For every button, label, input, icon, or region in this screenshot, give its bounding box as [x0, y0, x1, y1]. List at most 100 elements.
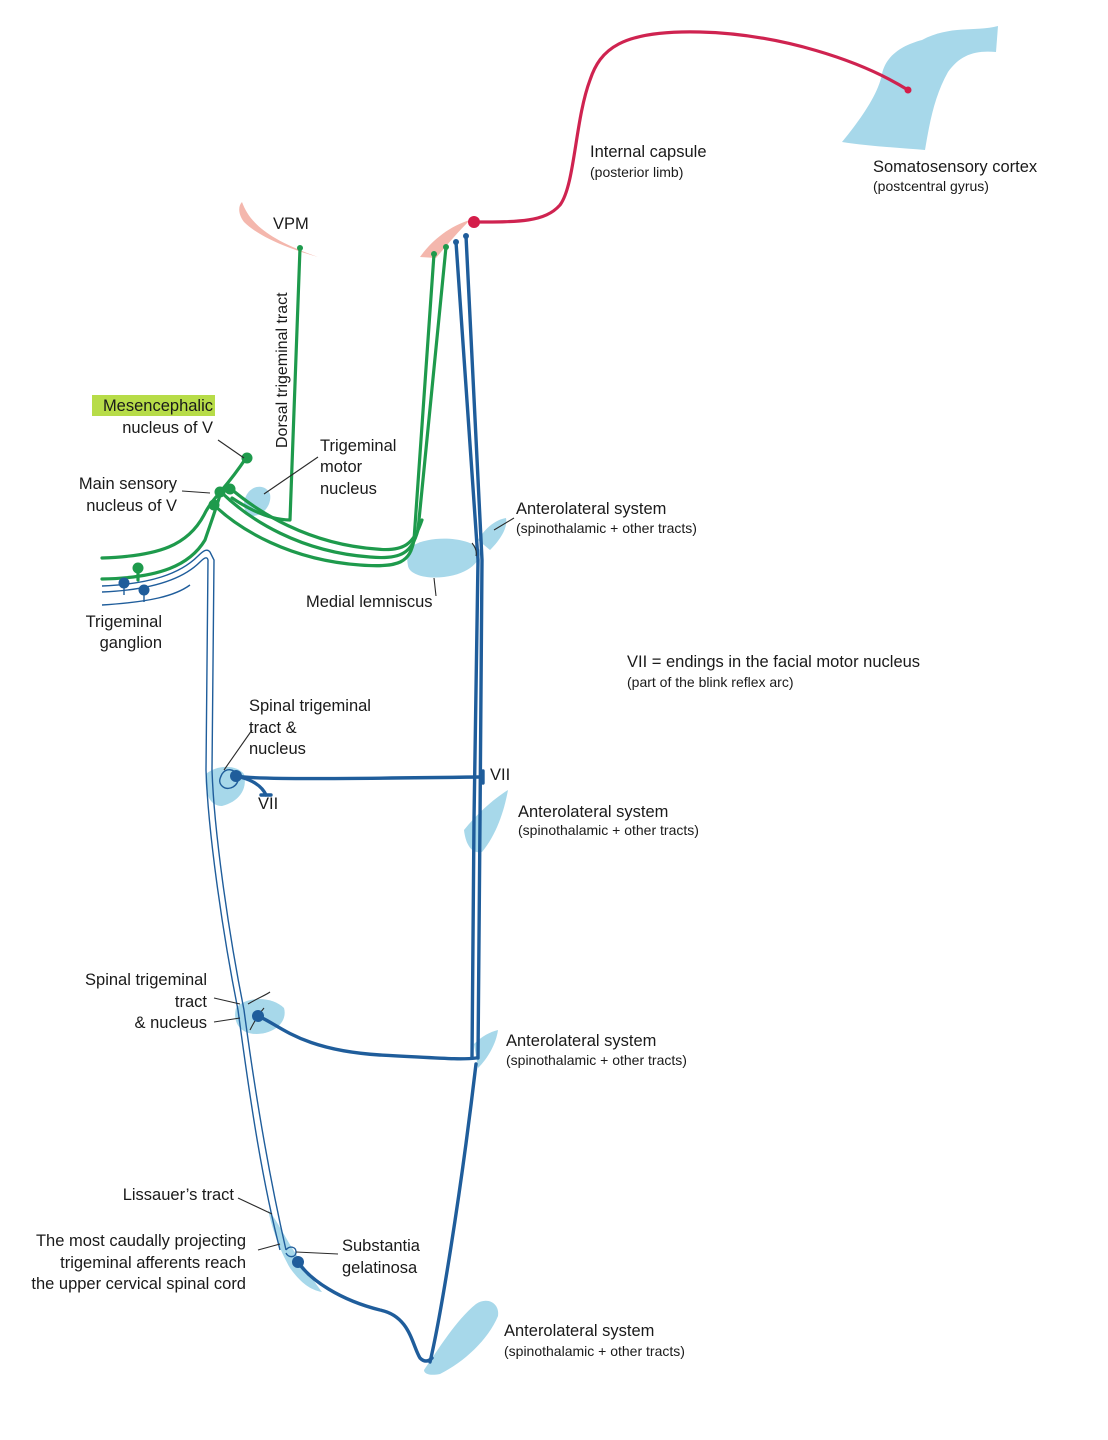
postcentral-gyrus-label: (postcentral gyrus): [873, 178, 989, 194]
substantia-leader: [295, 1251, 339, 1255]
ascending-column-1: [454, 240, 480, 1060]
caudal-leader: [257, 1243, 281, 1251]
thal-blue-terminal-2: [463, 233, 469, 239]
anterolateral-3-sub: (spinothalamic + other tracts): [506, 1052, 687, 1068]
vii-right-label: VII: [490, 766, 510, 784]
trigeminal-ganglion-label-2: ganglion: [100, 634, 162, 652]
thal-terminal-dot-2: [443, 244, 449, 250]
thalamocortical-pathway: [468, 30, 912, 228]
spinal-trig-2-label-1: Spinal trigeminal: [85, 971, 207, 989]
level3-crossing: [296, 1260, 434, 1363]
thal-terminal-dot-1: [431, 251, 437, 257]
mesencephalic-label-2: nucleus of V: [122, 419, 213, 437]
lemniscal-green-pathway: [100, 244, 449, 582]
main-sensory-dot-3: [208, 499, 220, 511]
medial-lemniscus-shape: [407, 538, 481, 578]
spinal-trigeminal-blue-pathway: [101, 233, 485, 1364]
ganglion-green-dot: [132, 562, 144, 574]
lissauer-label: Lissauer’s tract: [123, 1186, 235, 1204]
thalamocortical-fiber: [472, 30, 910, 224]
mesencephalic-leader: [217, 439, 245, 459]
anterolateral-4-label: Anterolateral system: [504, 1322, 654, 1340]
vii-note-sub: (part of the blink reflex arc): [627, 674, 794, 690]
medial-lemniscus-leader: [433, 577, 437, 597]
caudal-ascending: [428, 1062, 478, 1364]
ascending-column-2: [464, 234, 484, 1060]
mesencephalic-label-1: Mesencephalic: [103, 397, 213, 415]
thalamus-relay-dot: [468, 216, 480, 228]
anterolateral-1-sub: (spinothalamic + other tracts): [516, 520, 697, 536]
level1-dot: [230, 770, 242, 782]
ganglion-green-fiber-1: [100, 456, 248, 560]
anterolateral-1-leader: [471, 517, 515, 557]
somatosensory-cortex-shape: [842, 26, 998, 150]
trigeminal-motor-label-3: nucleus: [320, 480, 377, 498]
level3-dot: [292, 1256, 304, 1268]
dorsal-trigeminal-tract-label: Dorsal trigeminal tract: [274, 292, 291, 448]
labels: Somatosensory cortex (postcentral gyrus)…: [31, 143, 1038, 1359]
spinal-trig-2-leader-a: [213, 997, 241, 1005]
lissauer-leader: [237, 1197, 273, 1215]
spinal-trig-1-label-1: Spinal trigeminal: [249, 697, 371, 715]
anterolateral-3-label: Anterolateral system: [506, 1032, 656, 1050]
main-sensory-leader: [181, 490, 211, 494]
ganglion-green-fiber-2: [100, 493, 222, 581]
main-sensory-label-2: nucleus of V: [86, 497, 177, 515]
substantia-label-2: gelatinosa: [342, 1259, 418, 1277]
caudal-label-3: the upper cervical spinal cord: [31, 1275, 246, 1293]
ganglion-blue-dot-2: [138, 584, 150, 596]
trigeminal-ganglion-label-1: Trigeminal: [86, 613, 162, 631]
anterolateral-4-shape: [424, 1300, 499, 1375]
caudal-label-2: trigeminal afferents reach: [60, 1254, 246, 1272]
dorsal-trigeminal-fiber: [230, 246, 302, 522]
vpm-shape: [239, 202, 318, 257]
substantia-label-1: Substantia: [342, 1237, 421, 1255]
ventral-trigeminal-fiber-3: [228, 486, 424, 552]
trigeminal-motor-label-2: motor: [320, 458, 363, 476]
somatosensory-cortex-label: Somatosensory cortex: [873, 158, 1038, 176]
ganglion-blue-fiber-2: [101, 557, 281, 1251]
cortex-terminal-dot: [904, 86, 912, 94]
vpm-label: VPM: [273, 215, 309, 233]
level1-crossing: [234, 774, 482, 781]
anterolateral-2-shape: [464, 790, 508, 853]
posterior-limb-label: (posterior limb): [590, 164, 683, 180]
spinal-trig-1-label-3: nucleus: [249, 740, 306, 758]
leader-lines: [181, 439, 515, 1255]
vii-left-label: VII: [258, 795, 278, 813]
internal-capsule-label: Internal capsule: [590, 143, 707, 161]
anterolateral-1-shape: [478, 518, 507, 550]
level1-loop: [219, 769, 239, 790]
main-sensory-label-1: Main sensory: [79, 475, 178, 493]
ganglion-blue-dot-1: [118, 577, 130, 589]
anterolateral-2-sub: (spinothalamic + other tracts): [518, 822, 699, 838]
spinal-trig-2-label-3: & nucleus: [135, 1014, 207, 1032]
ventral-trigeminal-fiber-1: [212, 252, 436, 568]
spinal-trig-2-label-2: tract: [175, 993, 208, 1011]
ventral-trigeminal-fiber-2: [220, 245, 448, 560]
trigeminal-motor-leader: [263, 456, 319, 495]
anterolateral-2-label: Anterolateral system: [518, 803, 668, 821]
mesencephalic-dot: [241, 452, 253, 464]
mesencephalic-highlight: [92, 395, 215, 416]
main-sensory-dot-2: [224, 483, 236, 495]
thal-blue-terminal-1: [453, 239, 459, 245]
level2-crossing: [256, 1014, 478, 1061]
anterolateral-1-label: Anterolateral system: [516, 500, 666, 518]
thalamus-right-shape: [420, 220, 470, 258]
main-sensory-dot-1: [214, 486, 226, 498]
vii-note-label: VII = endings in the facial motor nucleu…: [627, 653, 920, 671]
medial-lemniscus-label: Medial lemniscus: [306, 593, 433, 611]
level1-vii-branch: [238, 775, 268, 797]
caudal-label-1: The most caudally projecting: [36, 1232, 246, 1250]
vpm-terminal-dot: [297, 245, 303, 251]
spinal-trig-1-leader: [223, 729, 253, 771]
ganglion-blue-fiber-3: [101, 584, 191, 606]
spinal-trig-1-label-2: tract &: [249, 719, 297, 737]
level2-dot: [252, 1010, 264, 1022]
trigeminal-motor-label-1: Trigeminal: [320, 437, 396, 455]
ganglion-blue-fiber-1: [101, 549, 287, 1251]
spinal-trig-2-leader-b: [213, 1017, 241, 1023]
anterolateral-4-sub: (spinothalamic + other tracts): [504, 1343, 685, 1359]
